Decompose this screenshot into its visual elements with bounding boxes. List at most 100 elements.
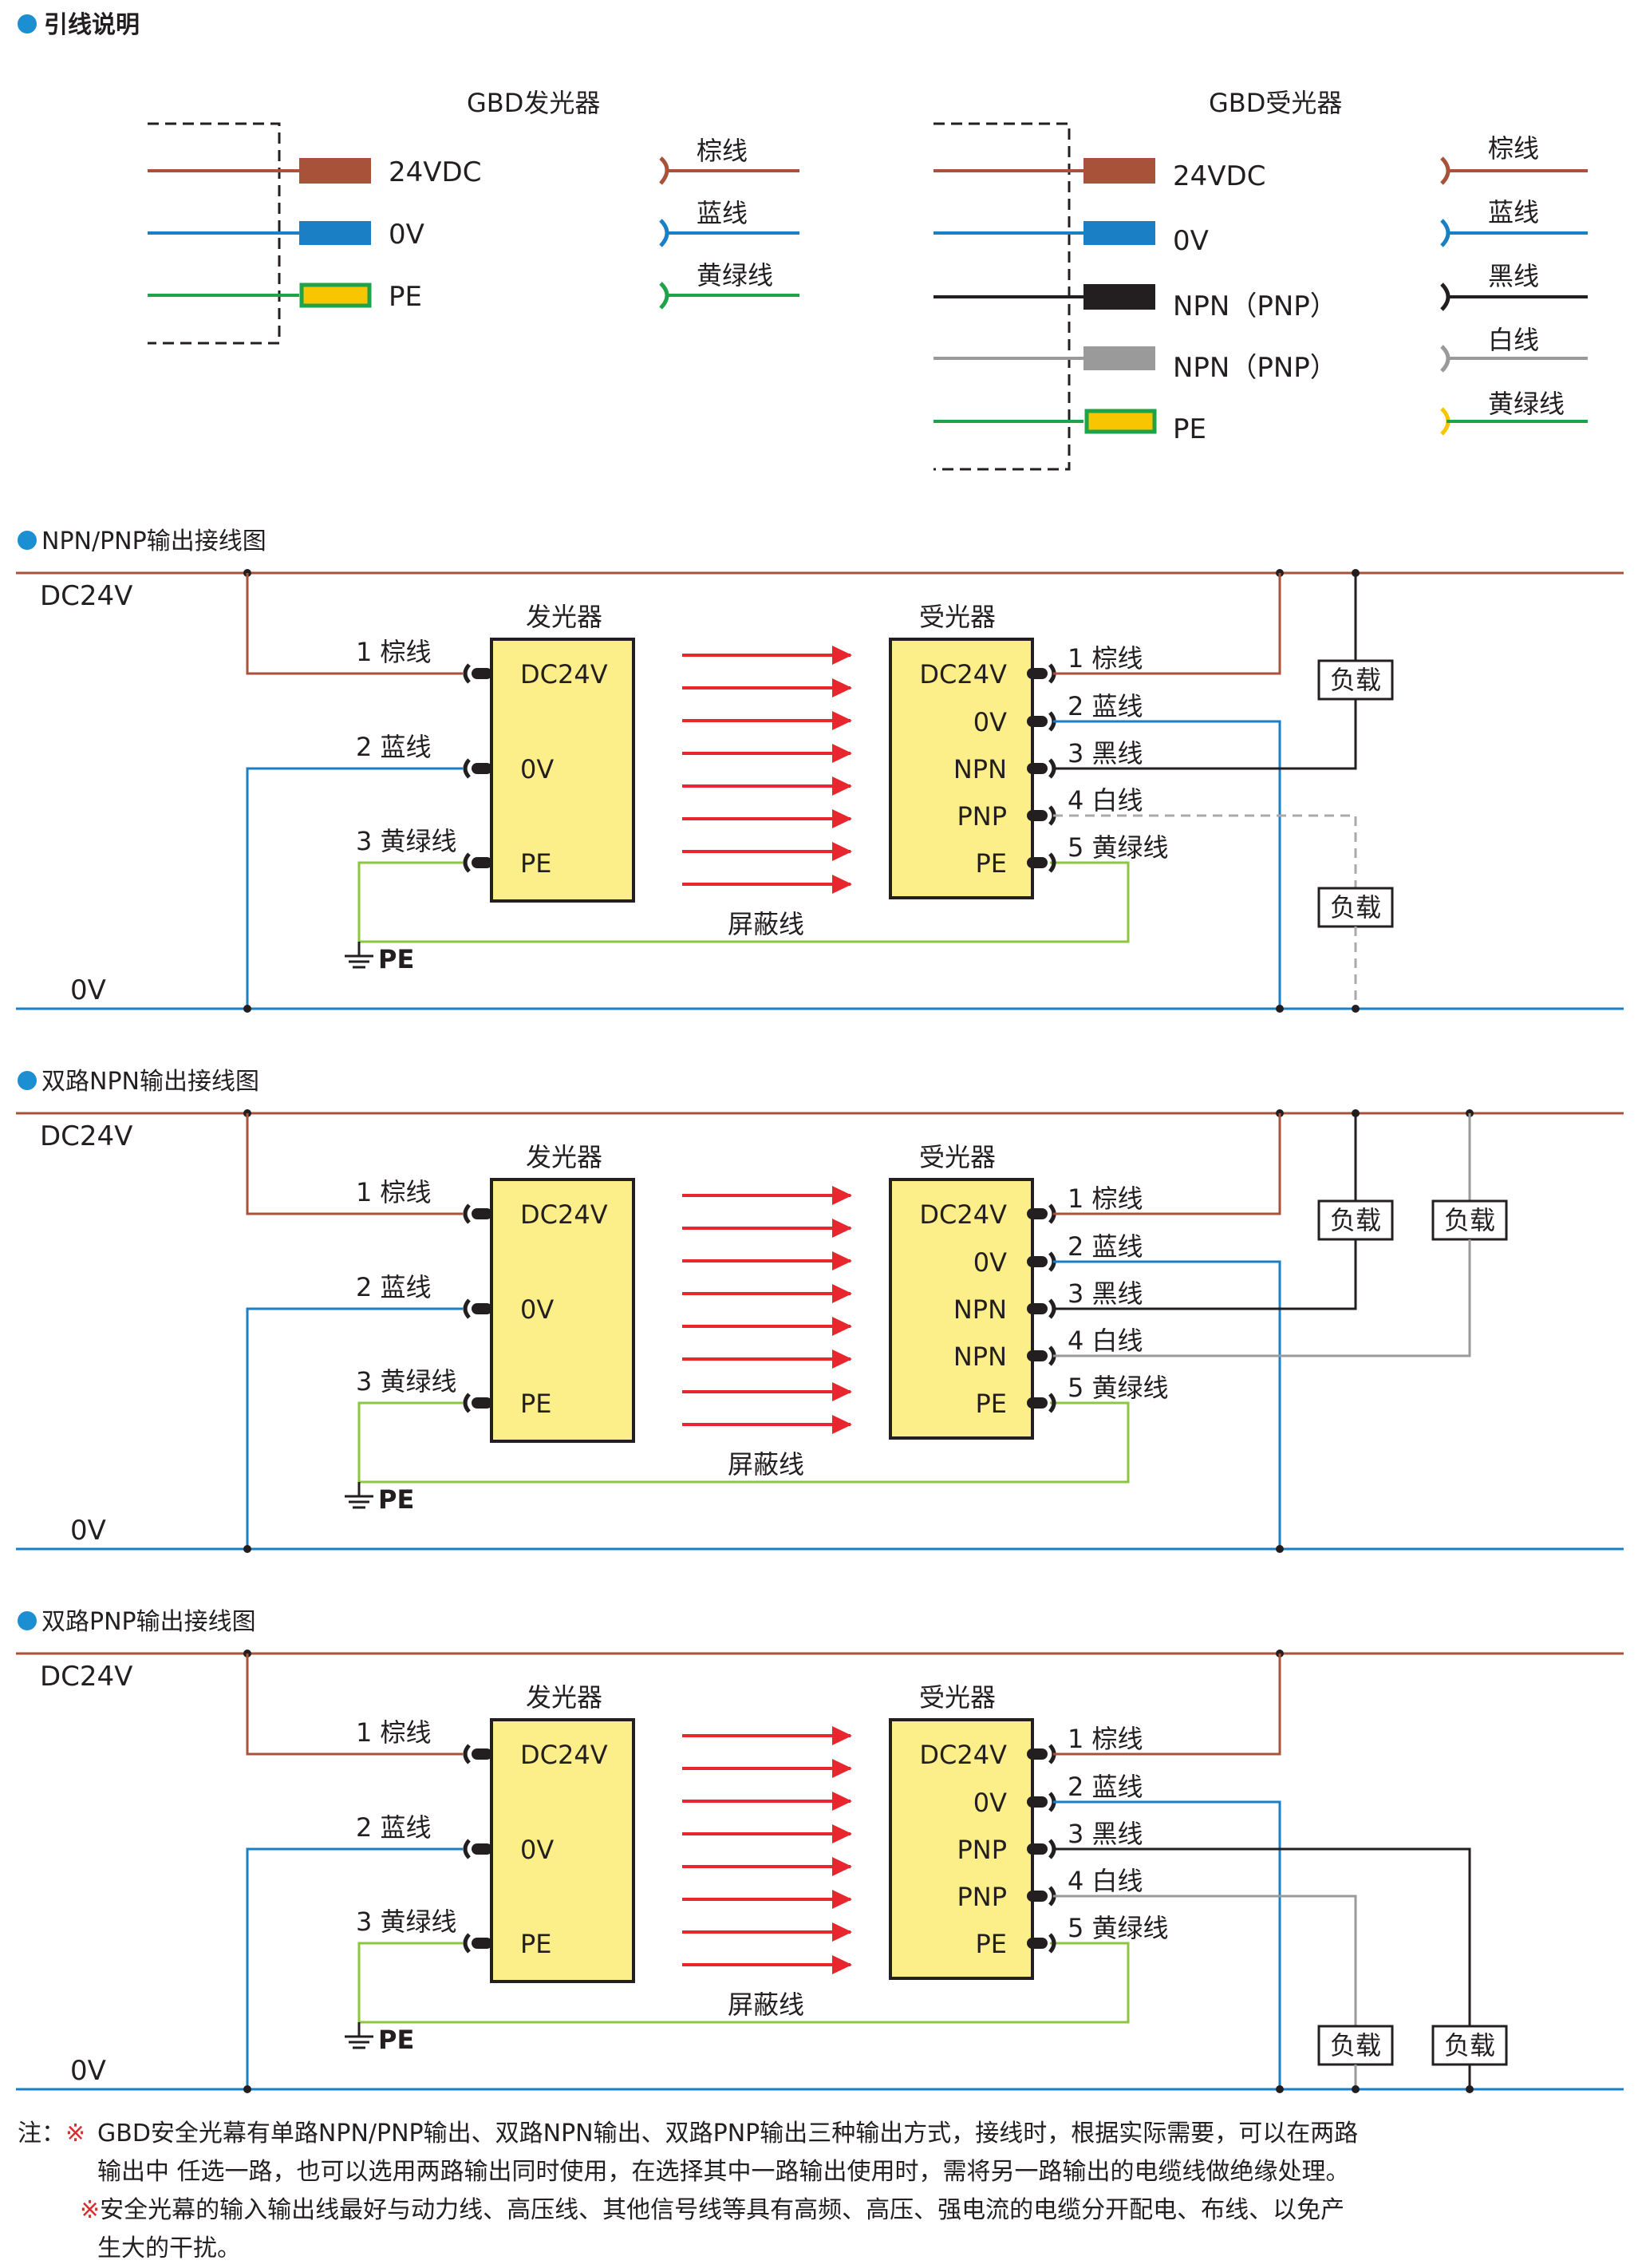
connector-hook-icon — [463, 1933, 471, 1954]
note-2-line-2: 生大的干扰。 — [97, 2234, 241, 2262]
shield-wire — [357, 861, 1130, 943]
receiver-wire-label: 3 黑线 — [1068, 738, 1143, 769]
shield-label: 屏蔽线 — [728, 1449, 804, 1480]
light-beam-arrowhead-icon — [832, 1186, 852, 1205]
note-1-line-1: GBD安全光幕有单路NPN/PNP输出、双路NPN输出、双路PNP输出三种输出方… — [97, 2120, 1359, 2147]
connector-plug-icon — [472, 1938, 492, 1949]
receiver-pin-label: DC24V — [919, 1740, 1007, 1770]
key-green-label: 黄绿线 — [1488, 389, 1565, 419]
emitter-wire-label: 3 黄绿线 — [356, 1906, 457, 1937]
shield-wire — [357, 1401, 1130, 1484]
note-1-line-2: 输出中 任选一路，也可以选用两路输出同时使用，在选择其中一路输出使用时，需将另一… — [97, 2158, 1350, 2186]
receiver-black-wire — [1053, 1239, 1357, 1310]
connector-plug-icon — [1027, 1796, 1048, 1808]
light-beam-arrowhead-icon — [832, 1857, 852, 1876]
connector-plug-icon — [472, 1208, 492, 1219]
load-box — [1317, 887, 1394, 928]
receiver-pin-label: 0V — [973, 1788, 1007, 1818]
connector-plug-icon — [1027, 857, 1048, 868]
emitter-brown-wire — [246, 1654, 463, 1756]
receiver-pin-label: PNP — [957, 801, 1007, 832]
connector-hook-icon — [463, 758, 471, 779]
light-beam-arrowhead-icon — [832, 1251, 852, 1270]
shield-wire — [357, 1942, 1130, 2024]
receiver-title: 受光器 — [919, 602, 996, 632]
emitter-box — [490, 1178, 635, 1443]
receiver-brown-wire — [1053, 1654, 1281, 1756]
emitter-blue-wire — [246, 767, 463, 1009]
emitter-wire-label: 2 蓝线 — [356, 1812, 432, 1843]
connector-plug-icon — [1027, 810, 1048, 821]
receiver-pin-label: PE — [975, 848, 1007, 879]
junction-dot — [243, 2085, 251, 2093]
light-beam-arrowhead-icon — [832, 711, 852, 730]
receiver-wire-label: 3 黑线 — [1068, 1819, 1143, 1849]
section-heading: NPN/PNP输出接线图 — [41, 527, 266, 555]
receiver-white-wire — [1053, 814, 1357, 888]
receiver-pin-label: DC24V — [919, 659, 1007, 689]
ground-label: PE — [378, 2025, 414, 2055]
junction-dot — [1276, 2085, 1284, 2093]
connector-plug-icon — [1027, 1397, 1048, 1409]
emitter-pin-label: 0V — [520, 1294, 554, 1325]
note-2: ※安全光幕的输入输出线最好与动力线、高压线、其他信号线等具有高频、高压、强电流的… — [18, 2191, 1605, 2230]
zero-volt-rail-label: 0V — [70, 1515, 106, 1547]
load-box — [1317, 1199, 1394, 1241]
receiver-wire-label: 2 蓝线 — [1068, 1772, 1143, 1802]
receiver-pin-label: 0V — [973, 707, 1007, 737]
emitter-wire-label: 1 棕线 — [356, 1177, 432, 1207]
legend-bullet-icon — [18, 14, 37, 34]
note-marker: ※ — [80, 2196, 101, 2224]
key-green-label: 黄绿线 — [697, 260, 773, 290]
emitter-pe-sleeve — [299, 283, 372, 308]
connector-plug-icon — [1027, 1748, 1048, 1760]
receiver-legend-title: GBD受光器 — [1209, 88, 1342, 118]
connector-plug-icon — [1027, 1303, 1048, 1314]
receiver-title: 受光器 — [919, 1682, 996, 1713]
note-marker: ※ — [65, 2120, 86, 2147]
receiver-wire-label: 4 白线 — [1068, 1326, 1143, 1356]
receiver-white-sleeve — [1083, 346, 1155, 370]
junction-dot — [1352, 2085, 1360, 2093]
receiver-box — [889, 1178, 1034, 1440]
load-label: 负载 — [1330, 892, 1381, 923]
light-beam-arrowhead-icon — [832, 1415, 852, 1434]
load-box — [1317, 659, 1394, 701]
note-1: 注：※GBD安全光幕有单路NPN/PNP输出、双路NPN输出、双路PNP输出三种… — [18, 2115, 1605, 2153]
key-brown-label: 棕线 — [1488, 133, 1539, 164]
emitter-pin-label: 0V — [520, 1835, 554, 1865]
notes-block: 注：※GBD安全光幕有单路NPN/PNP输出、双路NPN输出、双路PNP输出三种… — [18, 2115, 1605, 2268]
connector-plug-icon — [1027, 1843, 1048, 1855]
connector-plug-icon — [1027, 668, 1048, 679]
light-beam-arrowhead-icon — [832, 1759, 852, 1778]
connector-hook-icon — [463, 1744, 471, 1764]
light-beam-arrowhead-icon — [832, 1890, 852, 1909]
key-blue-label: 蓝线 — [697, 198, 748, 228]
receiver-wire-label: 0V — [1173, 225, 1209, 257]
receiver-wire-label: 1 棕线 — [1068, 1724, 1143, 1754]
connector-hook-icon — [463, 852, 471, 873]
section-heading: 双路NPN输出接线图 — [41, 1068, 259, 1096]
emitter-pin-label: DC24V — [520, 1740, 608, 1770]
load-box — [1431, 1199, 1508, 1241]
zero-volt-rail-label: 0V — [70, 974, 106, 1006]
emitter-wire-label: 3 黄绿线 — [356, 826, 457, 856]
light-beam-arrowhead-icon — [832, 1317, 852, 1336]
note-2-line-1: 安全光幕的输入输出线最好与动力线、高压线、其他信号线等具有高频、高压、强电流的电… — [100, 2196, 1345, 2224]
receiver-black-wire — [1053, 699, 1357, 770]
connector-plug-icon — [472, 857, 492, 868]
note-1-cont: 输出中 任选一路，也可以选用两路输出同时使用，在选择其中一路输出使用时，需将另一… — [18, 2153, 1605, 2191]
emitter-wire-label: 2 蓝线 — [356, 732, 432, 762]
receiver-blue-sleeve — [1083, 221, 1155, 245]
emitter-blue-wire — [246, 1307, 463, 1549]
receiver-black-wire — [1053, 1847, 1471, 2026]
junction-dot — [1466, 2085, 1474, 2093]
emitter-wire-label: 0V — [389, 219, 424, 251]
legend-heading: 引线说明 — [44, 11, 140, 39]
emitter-wire-label: 1 棕线 — [356, 1717, 432, 1748]
emitter-pin-label: PE — [520, 848, 552, 879]
key-white-label: 白线 — [1488, 325, 1539, 355]
